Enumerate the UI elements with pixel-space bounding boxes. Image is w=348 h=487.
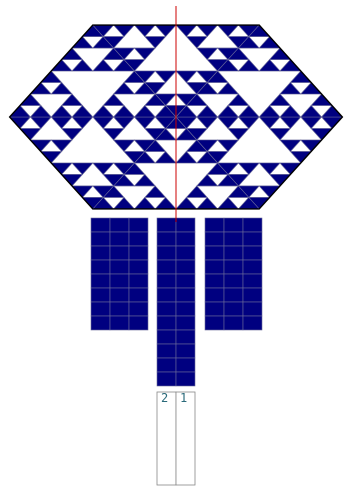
- left-column-cell: [129, 218, 148, 232]
- left-column-cell: [129, 260, 148, 274]
- center-column-cell: [157, 372, 176, 386]
- center-column-cell: [176, 330, 195, 344]
- right-column-cell: [205, 260, 224, 274]
- column-label-2: 2: [161, 391, 168, 405]
- center-column-cell: [176, 246, 195, 260]
- center-column-cell: [176, 232, 195, 246]
- right-column-cell: [205, 288, 224, 302]
- left-column-cell: [129, 288, 148, 302]
- left-column-cell: [110, 246, 129, 260]
- right-column-cell: [224, 260, 243, 274]
- left-column-cell: [129, 246, 148, 260]
- center-column-cell: [176, 302, 195, 316]
- right-column-cell: [205, 246, 224, 260]
- right-column-cell: [243, 302, 262, 316]
- left-column-cell: [110, 288, 129, 302]
- left-column-cell: [91, 316, 110, 330]
- right-column-cell: [243, 232, 262, 246]
- right-column-cell: [224, 302, 243, 316]
- center-column-cell: [157, 260, 176, 274]
- left-column-cell: [110, 218, 129, 232]
- left-column-cell: [129, 274, 148, 288]
- center-column-cell: [157, 344, 176, 358]
- center-column-cell: [157, 246, 176, 260]
- center-column-cell: [157, 288, 176, 302]
- right-column-cell: [205, 316, 224, 330]
- center-column-cell: [157, 274, 176, 288]
- left-column-cell: [91, 274, 110, 288]
- right-column-cell: [224, 316, 243, 330]
- right-column-cell: [224, 288, 243, 302]
- center-column-cell: [176, 218, 195, 232]
- left-column-cell: [110, 232, 129, 246]
- center-column-cell: [176, 372, 195, 386]
- left-column-cell: [129, 232, 148, 246]
- center-column-cell: [157, 358, 176, 372]
- right-column-cell: [205, 232, 224, 246]
- center-column-cell: [176, 288, 195, 302]
- right-column-cell: [224, 274, 243, 288]
- right-column-cell: [205, 218, 224, 232]
- right-column-cell: [205, 302, 224, 316]
- right-column-cell: [243, 260, 262, 274]
- right-column-cell: [205, 274, 224, 288]
- center-column-cell: [157, 218, 176, 232]
- left-column-cell: [91, 288, 110, 302]
- left-column-cell: [129, 316, 148, 330]
- empty-column-cell: [176, 392, 195, 485]
- column-grids: [91, 218, 262, 485]
- left-column-cell: [129, 302, 148, 316]
- center-column-cell: [157, 330, 176, 344]
- right-column-cell: [243, 218, 262, 232]
- right-column-cell: [224, 246, 243, 260]
- left-column-cell: [91, 246, 110, 260]
- left-column-cell: [91, 232, 110, 246]
- left-column-cell: [91, 260, 110, 274]
- center-column-cell: [176, 316, 195, 330]
- column-label-1: 1: [180, 391, 187, 405]
- center-column-cell: [176, 260, 195, 274]
- left-column-cell: [91, 302, 110, 316]
- center-column-cell: [157, 302, 176, 316]
- right-column-cell: [243, 246, 262, 260]
- empty-column-cell: [157, 392, 176, 485]
- center-column-cell: [157, 316, 176, 330]
- right-column-cell: [224, 218, 243, 232]
- center-column-cell: [176, 344, 195, 358]
- left-column-cell: [110, 274, 129, 288]
- left-column-cell: [91, 218, 110, 232]
- left-column-cell: [110, 302, 129, 316]
- right-column-cell: [243, 274, 262, 288]
- center-column-cell: [176, 358, 195, 372]
- left-column-cell: [110, 260, 129, 274]
- center-column-cell: [176, 274, 195, 288]
- right-column-cell: [243, 316, 262, 330]
- right-column-cell: [224, 232, 243, 246]
- center-column-cell: [157, 232, 176, 246]
- right-column-cell: [243, 288, 262, 302]
- left-column-cell: [110, 316, 129, 330]
